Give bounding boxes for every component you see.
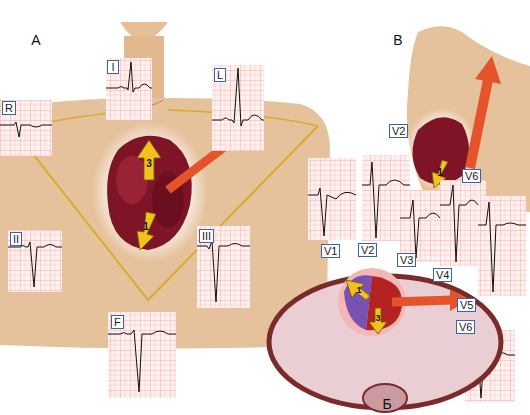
ecg-trace [0,122,52,137]
ecg-strip [400,190,446,262]
lead-name: L [217,69,223,81]
lead-label-box: V2 [358,243,377,257]
callout-number: 1 [437,167,443,178]
panel-letter: Б [382,396,391,412]
lead-label-box: V4 [433,268,452,282]
ecg-strip [108,312,176,398]
lead-name: V2 [361,244,374,256]
lead-name: R [5,102,13,114]
ecg-strip [212,65,264,151]
heart-chamber [116,156,148,204]
lead-label-box: V2 [389,124,408,138]
vector-arrow [137,140,161,180]
vector-arrow [369,308,387,334]
ecg-trace [106,62,152,92]
callout-number: 3 [146,158,152,169]
lead-name: III [202,230,211,242]
lead-label-box: V3 [397,253,416,267]
ecg-trace [197,241,250,302]
lead-name: V3 [400,254,413,266]
lead-name: I [110,61,116,73]
lead-label-box: V1 [321,244,340,258]
lead-label-box: F [111,315,124,329]
ecg-strip [0,100,52,156]
lead-name: V5 [460,299,473,311]
ecg-strip [197,226,250,308]
heart-glow [92,122,208,262]
panel-letter: А [31,32,40,48]
lead-name: F [114,316,121,328]
axis-arrow [470,80,488,168]
lead-label-box: V6 [462,169,481,183]
heart [412,117,469,184]
ecg-strip [308,158,356,240]
vector-arrow [346,280,370,300]
ecg-trace [8,242,62,287]
ecg-trace [400,200,446,258]
heart [107,136,192,250]
lead-label-box: L [214,68,226,82]
ecg-trace [478,202,526,292]
ecg-trace [212,68,264,126]
lead-label-box: R [2,101,16,115]
heart-glow [406,108,478,192]
lead-label-box: II [10,232,22,246]
lead-name: V6 [465,170,478,182]
lead-label-box: III [199,229,214,243]
ecg-trace [108,330,176,392]
axis-arrowhead [475,56,501,84]
spine [363,384,407,412]
panel-letter: В [393,32,402,48]
callout-number: 1 [356,285,361,295]
callout-number: 1 [143,221,149,232]
lead-name: V6 [459,321,472,333]
lead-label-box: I [107,60,119,74]
lead-label-box: V6 [456,320,475,334]
vector-arrow [137,212,156,250]
ecg-trace [308,188,356,236]
lead-name: II [13,233,19,245]
ecg-strip [106,58,152,120]
callout-number: 3 [375,313,380,323]
lead-name: V4 [436,269,449,281]
axis-arrow [392,300,452,302]
lead-name: V2 [392,125,405,137]
ecg-strip [8,230,62,292]
ecg-strip [478,196,526,296]
lead-name: V1 [324,245,337,257]
lead-label-box: V5 [457,298,476,312]
